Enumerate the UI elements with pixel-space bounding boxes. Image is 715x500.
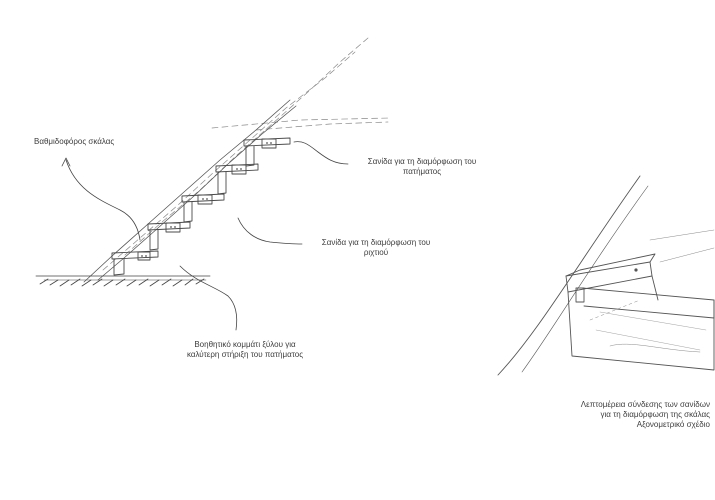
support-block-3 <box>197 194 213 205</box>
tread-board-label-line-2: πατήματος <box>402 167 442 176</box>
detail-caption-line-3: Αξονομετρικό σχέδιο <box>636 420 710 429</box>
detail-caption: Λεπτομέρεια σύνδεσης των σανίδων για τη … <box>540 400 710 430</box>
riser-2 <box>149 229 159 251</box>
dashed-guide-lines <box>102 37 391 271</box>
tread-1 <box>111 250 159 260</box>
support-block-4 <box>231 164 247 175</box>
riser-1 <box>113 258 125 276</box>
support-piece-label-line-2: καλύτερη στήριξη του πατήματος <box>186 350 304 359</box>
detail-caption-line-2: για τη διαμόρφωση της σκάλας <box>600 410 710 419</box>
support-block-5 <box>261 138 277 149</box>
support-block-1 <box>137 251 151 261</box>
detail-outer-curve <box>497 175 641 376</box>
riser-board-label: Σανίδα για τη διαμόρφωση του ριχτιού <box>296 238 456 258</box>
tread-board-label: Σανίδα για τη διαμόρφωση του πατήματος <box>342 157 502 177</box>
detail-support-block <box>575 287 585 303</box>
leader-support <box>179 265 238 331</box>
detail-caption-line-1: Λεπτομέρεια σύνδεσης των σανίδων <box>580 400 710 409</box>
riser-4 <box>217 171 227 195</box>
leader-riser <box>237 217 303 245</box>
riser-3 <box>183 201 193 223</box>
detail-riser-board <box>581 287 715 319</box>
stringer-label-line-1: Βαθμιδοφόρος σκάλας <box>34 137 115 146</box>
detail-side-panel <box>567 291 715 371</box>
riser-5 <box>245 145 255 167</box>
leader-stringer-arrow <box>61 157 71 167</box>
support-block-2 <box>165 222 181 233</box>
leader-tread <box>293 141 349 165</box>
leader-lines <box>61 141 349 331</box>
connection-detail-drawing <box>497 175 715 376</box>
riser-board-label-line-2: ριχτιού <box>363 248 389 257</box>
stair-steps <box>111 137 291 276</box>
riser-board-label-line-1: Σανίδα για τη διαμόρφωση του <box>321 238 431 247</box>
tread-board-label-line-1: Σανίδα για τη διαμόρφωση του <box>367 157 477 166</box>
stringer-label: Βαθμιδοφόρος σκάλας <box>34 137 114 147</box>
leader-stringer <box>65 159 141 241</box>
support-piece-label: Βοηθητικό κομμάτι ξύλου για καλύτερη στή… <box>170 340 320 360</box>
support-piece-label-line-1: Βοηθητικό κομμάτι ξύλου για <box>194 340 296 349</box>
ground-hatching <box>35 275 211 287</box>
